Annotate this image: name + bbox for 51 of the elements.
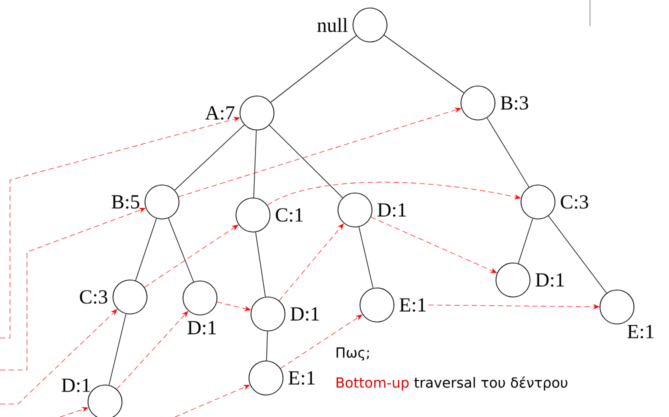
node-label: C:3 — [560, 195, 588, 209]
question-text: Πως; — [336, 347, 369, 361]
tree-node-circle — [338, 192, 372, 228]
node-label: C:1 — [276, 208, 303, 222]
highlighted-text: Bottom-up — [336, 377, 409, 391]
tree-edge — [253, 130, 257, 198]
node-label: D:1 — [188, 321, 216, 334]
tree-node-circle — [248, 360, 284, 396]
node-label: D:1 — [536, 273, 564, 287]
node-link-arrow — [0, 309, 118, 404]
node-label: E:1 — [288, 371, 315, 385]
tree-node-circle — [112, 280, 148, 314]
tree-node-circle — [352, 8, 388, 42]
tree-node-circle — [240, 96, 274, 130]
tree-edge — [255, 232, 266, 298]
node-link-arrow — [280, 314, 362, 369]
tree-edge — [174, 124, 245, 190]
tree-edge — [486, 118, 530, 188]
node-label: D:1 — [378, 203, 406, 217]
node-label: E:1 — [627, 324, 654, 338]
tree-node-circle — [236, 198, 270, 232]
tree-node-circle — [496, 262, 530, 298]
node-label: B:5 — [112, 195, 140, 209]
node-label: B:3 — [500, 96, 528, 110]
note-text: traversal του δέντρου — [414, 376, 568, 391]
node-link-arrow — [267, 182, 521, 206]
tree-node-circle — [360, 288, 394, 322]
tree-edge — [135, 218, 157, 281]
tree-edge — [270, 35, 357, 103]
tree-edge — [168, 218, 194, 282]
tree-node-circle — [600, 290, 634, 324]
tree-edge — [384, 34, 464, 94]
node-label: D:1 — [290, 307, 319, 321]
node-label: A:7 — [205, 106, 234, 120]
node-label: D:1 — [62, 378, 90, 392]
tree-node-circle — [144, 184, 180, 220]
tree-edge — [548, 216, 607, 294]
tree-edge — [518, 218, 534, 264]
tree-edge — [358, 226, 374, 288]
node-label: E:1 — [400, 298, 426, 312]
node-link-arrow — [60, 407, 88, 417]
tree-node-circle — [460, 86, 496, 120]
tree-edge — [266, 331, 268, 361]
node-label: null — [317, 18, 348, 32]
tree-node-circle — [182, 280, 218, 316]
tree-node-circle — [520, 184, 556, 220]
tree-edge — [269, 124, 343, 198]
tree-node-circle — [250, 296, 286, 332]
node-link-arrow — [174, 384, 250, 417]
node-label: C:3 — [80, 290, 108, 304]
tree-edge — [108, 314, 126, 386]
